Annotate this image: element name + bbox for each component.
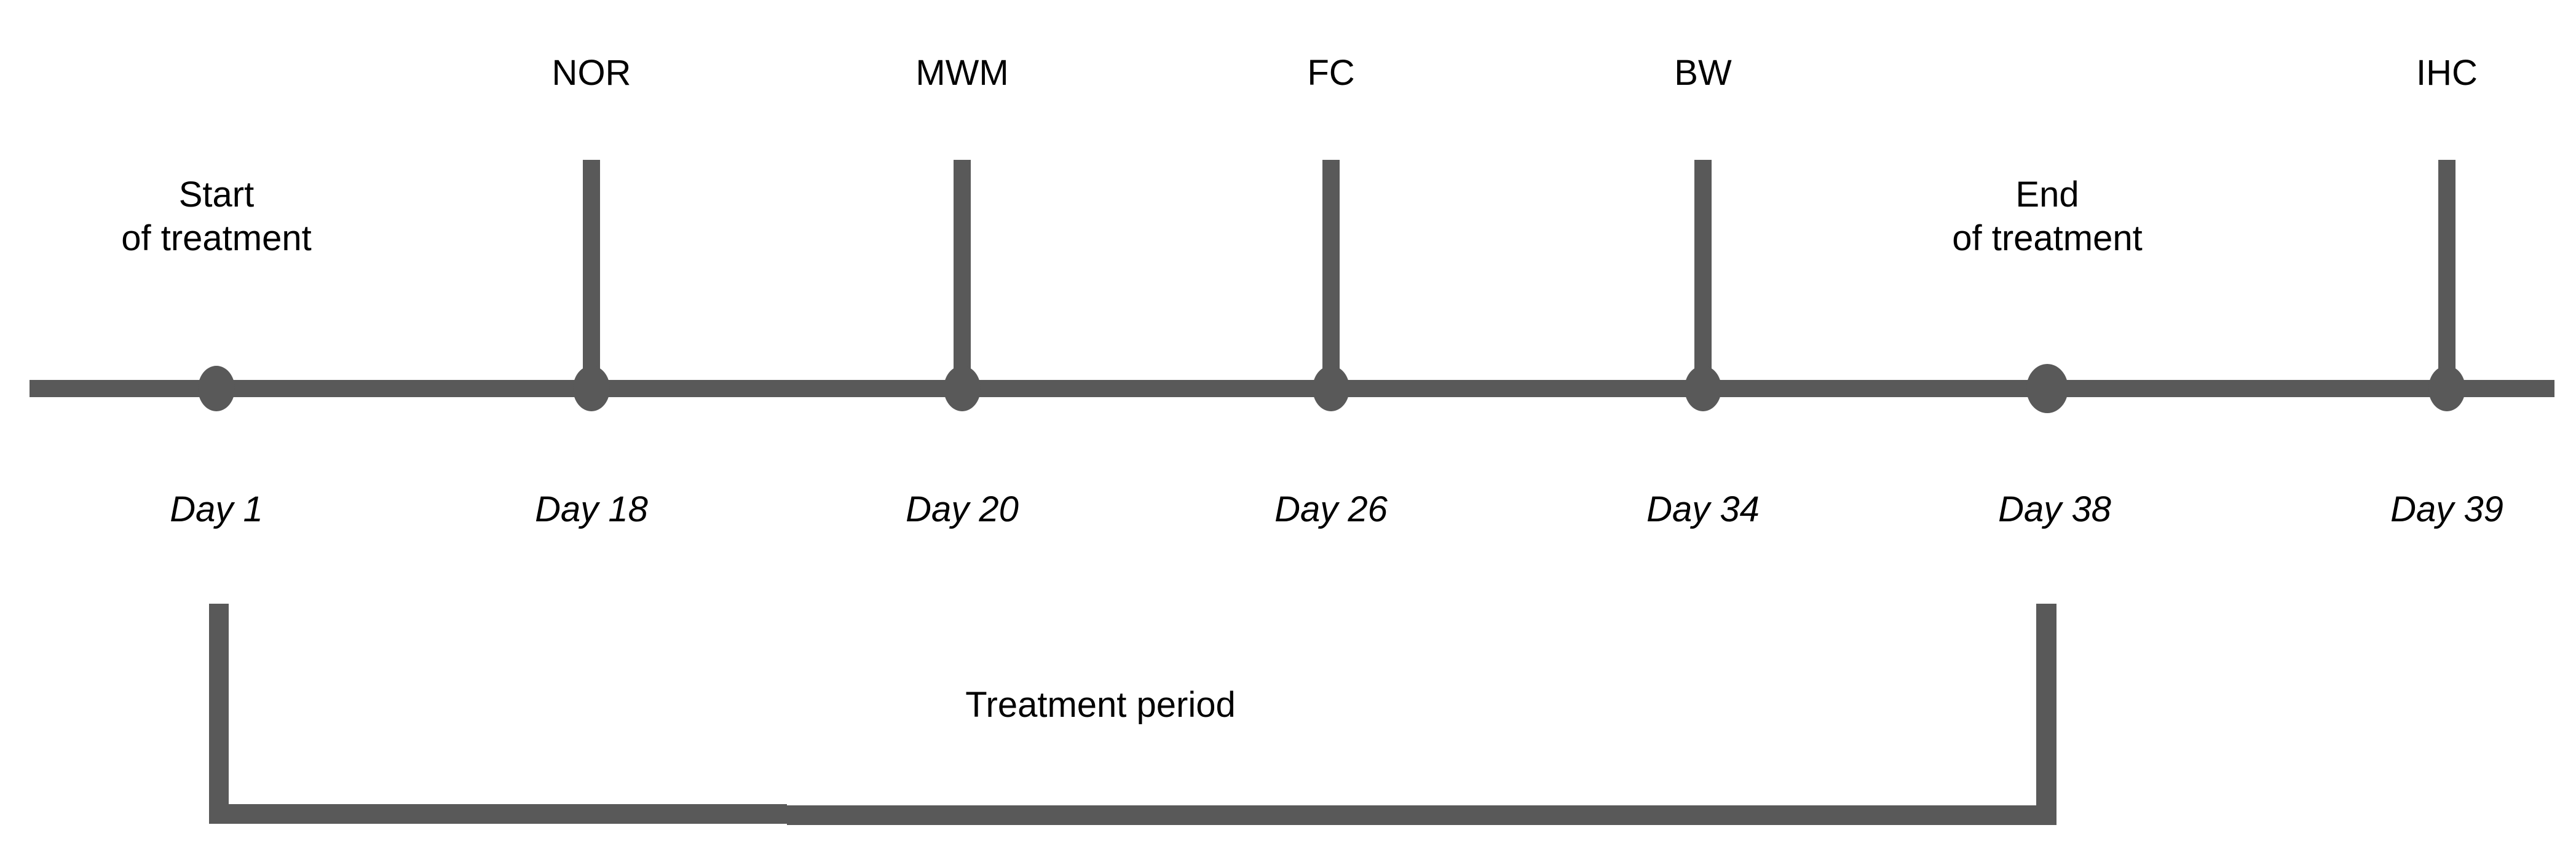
event-note-line2: of treatment [1952,218,2143,258]
treatment-period-label: Treatment period [965,685,1236,725]
stem-day-26 [1322,160,1340,389]
milestone-dot-day-38[interactable] [2026,364,2068,413]
stem-day-20 [954,160,971,389]
treatment-period-bracket-base-right [787,805,2056,825]
milestone-dot-day-39[interactable] [2428,366,2465,411]
top-label-day-34: BW [1674,53,1732,93]
treatment-period-bracket-left [209,604,229,824]
timeline-axis [30,380,2554,397]
top-label-day-20: MWM [915,53,1009,93]
event-note-line1: End [2015,175,2079,215]
top-label-day-18: NOR [551,53,631,93]
day-label-day-26: Day 26 [1274,489,1388,529]
day-label-day-18: Day 18 [535,489,648,529]
milestone-dot-day-1[interactable] [198,366,235,411]
event-note-end-of-treatment: End of treatment [1952,173,2142,261]
milestone-dot-day-34[interactable] [1685,366,1721,411]
stem-day-18 [583,160,600,389]
stem-day-39 [2438,160,2455,389]
milestone-dot-day-20[interactable] [944,366,981,411]
day-label-day-20: Day 20 [906,489,1019,529]
day-label-day-1: Day 1 [170,489,263,529]
day-label-day-34: Day 34 [1646,489,1760,529]
event-note-start-of-treatment: Start of treatment [121,173,311,261]
top-label-day-39: IHC [2416,53,2478,93]
day-label-day-38: Day 38 [1998,489,2111,529]
day-label-day-39: Day 39 [2390,489,2503,529]
treatment-period-bracket-right [2036,604,2056,824]
event-note-line1: Start [178,175,255,215]
treatment-period-bracket-base-left [209,804,787,824]
milestone-dot-day-18[interactable] [573,366,610,411]
stem-day-34 [1694,160,1712,389]
milestone-dot-day-26[interactable] [1313,366,1349,411]
event-note-line2: of treatment [121,218,312,258]
top-label-day-26: FC [1307,53,1355,93]
